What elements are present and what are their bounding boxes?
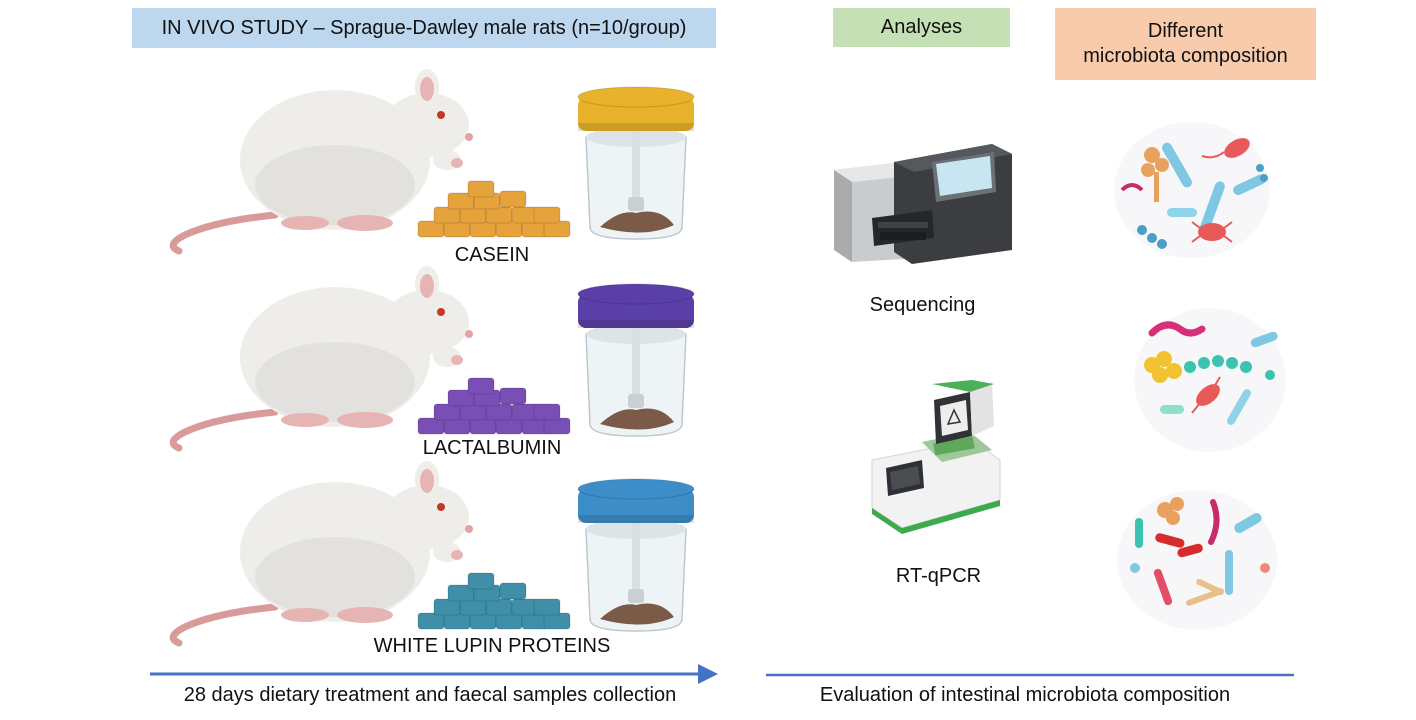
composition-title-line2: microbiota composition <box>1083 45 1288 67</box>
sample-jar-icon <box>577 283 695 437</box>
analyses-title: Analyses <box>880 16 963 38</box>
microbiota-circle-3 <box>1117 490 1277 630</box>
diet-label: LACTALBUMIN <box>422 437 562 459</box>
sequencer-icon <box>834 144 1012 264</box>
food-pellets-icon <box>417 377 571 435</box>
rat-icon <box>169 461 473 647</box>
microbiota-circle-1 <box>1114 122 1270 258</box>
evaluation-line <box>766 673 1294 677</box>
treatment-timeline-arrow <box>150 664 718 684</box>
rat-icon <box>169 69 473 255</box>
right-caption: Evaluation of intestinal microbiota comp… <box>819 684 1231 706</box>
study-title: IN VIVO STUDY – Sprague-Dawley male rats… <box>161 16 687 39</box>
study-title-box: IN VIVO STUDY – Sprague-Dawley male rats… <box>132 8 716 48</box>
left-caption: 28 days dietary treatment and faecal sam… <box>183 684 677 706</box>
analyses-title-box: Analyses <box>833 8 1010 47</box>
diet-label: WHITE LUPIN PROTEINS <box>373 635 611 657</box>
food-pellets-icon <box>417 180 571 238</box>
composition-title-line1: Different <box>1147 20 1224 42</box>
sample-jar-icon <box>577 86 695 240</box>
sample-jar-icon <box>577 478 695 632</box>
rat-icon <box>169 266 473 452</box>
analysis-label-rtqpcr: RT-qPCR <box>895 565 982 587</box>
diet-label: CASEIN <box>454 244 530 266</box>
microbiota-circle-2 <box>1134 308 1286 452</box>
analysis-label-sequencing: Sequencing <box>869 294 976 316</box>
food-pellets-icon <box>417 572 571 630</box>
composition-title-box: Different microbiota composition <box>1055 8 1316 80</box>
thermocycler-icon <box>871 380 1001 534</box>
